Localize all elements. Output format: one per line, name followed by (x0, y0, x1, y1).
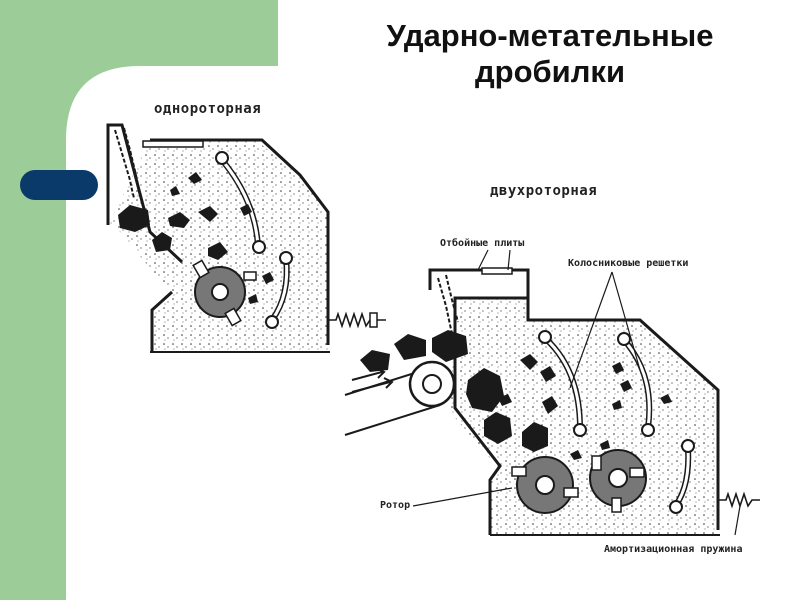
callout-rotor: Ротор (380, 500, 411, 511)
double-top-plate (481, 267, 513, 275)
single-hammer-1 (192, 259, 210, 279)
title-line-1: Ударно-метательные (386, 18, 714, 53)
bullet-bar (20, 170, 98, 200)
double-rotor-label: двухроторная (490, 183, 598, 199)
double-chain (437, 277, 453, 335)
single-rotor-hub (211, 283, 229, 301)
single-hammer-2 (224, 307, 242, 327)
double-spring (718, 491, 760, 509)
single-rotor-label: однороторная (154, 101, 262, 117)
single-pivot-1 (215, 151, 229, 165)
single-top-plate (142, 140, 204, 148)
single-rocks (118, 172, 274, 304)
single-chain (114, 129, 135, 199)
single-pivot-3 (279, 251, 293, 265)
callout-grate-bars: Колосниковые решетки (568, 258, 689, 269)
slide-title: Ударно-метательные дробилки (330, 18, 770, 90)
callout-impact-plates: Отбойные плиты (440, 238, 525, 249)
callout-spring: Амортизационная пружина (604, 544, 743, 555)
feed-arrow-2 (351, 377, 394, 393)
single-hammer-3 (243, 271, 257, 281)
single-pivot-4 (265, 315, 279, 329)
title-line-2: дробилки (474, 54, 626, 89)
double-rocks (360, 330, 672, 460)
double-housing-outline (428, 268, 720, 535)
single-pivot-2 (252, 240, 266, 254)
leader-lines (412, 249, 741, 536)
conveyor-bottom (344, 404, 441, 436)
side-band (0, 0, 278, 600)
single-spring (328, 311, 378, 329)
